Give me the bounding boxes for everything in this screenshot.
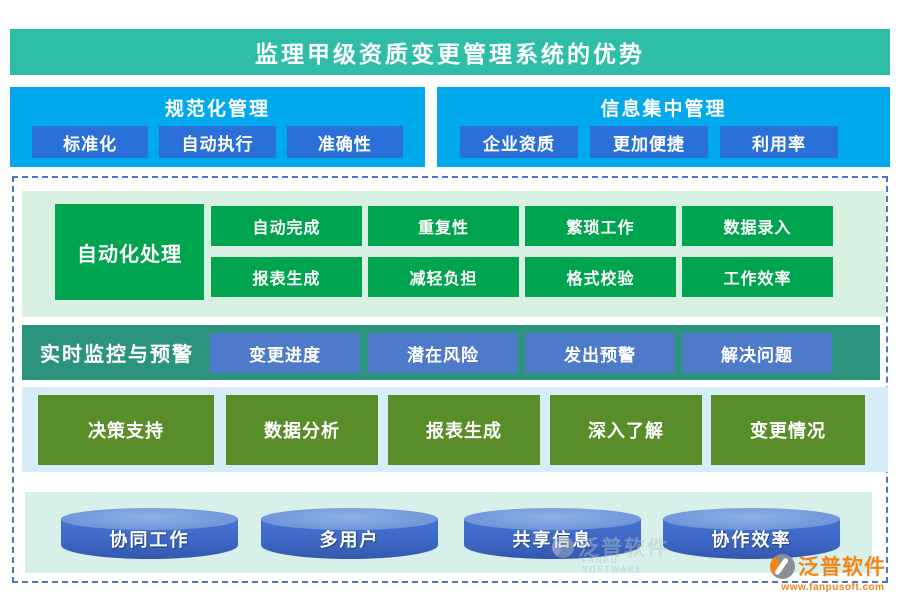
panel-items: 标准化 自动执行 准确性 [10, 126, 425, 158]
monitoring-label: 实时监控与预警 [40, 344, 194, 366]
decision-item: 变更情况 [711, 395, 865, 465]
automation-item: 格式校验 [525, 257, 676, 297]
automation-item: 重复性 [368, 206, 519, 246]
section-automation: 自动化处理 自动完成 重复性 繁琐工作 数据录入 报表生成 减轻负担 格式校验 … [22, 191, 886, 317]
panel-item: 标准化 [32, 126, 149, 158]
panel-item: 更加便捷 [590, 126, 708, 158]
fanpu-swirl-icon [770, 553, 795, 579]
automation-item: 报表生成 [211, 257, 362, 297]
automation-item: 数据录入 [682, 206, 833, 246]
main-container: 自动化处理 自动完成 重复性 繁琐工作 数据录入 报表生成 减轻负担 格式校验 … [12, 176, 888, 583]
collaboration-cylinder: 共享信息 [464, 508, 641, 559]
panel-item: 准确性 [286, 126, 403, 158]
panel-item: 利用率 [720, 126, 838, 158]
decision-item: 报表生成 [388, 395, 540, 465]
monitoring-item: 潜在风险 [368, 333, 518, 373]
panel-items: 企业资质 更加便捷 利用率 [437, 126, 890, 158]
vendor-url: www.fanpusoft.com [781, 582, 885, 593]
monitoring-item: 解决问题 [682, 333, 832, 373]
panel-item: 自动执行 [159, 126, 276, 158]
automation-item: 工作效率 [682, 257, 833, 297]
monitoring-item: 变更进度 [210, 333, 360, 373]
panel-title: 信息集中管理 [600, 99, 727, 120]
monitoring-item: 发出预警 [525, 333, 675, 373]
section-collaboration: 协同工作 多用户 共享信息 协作效率 [25, 492, 872, 573]
panel-standardized-management: 规范化管理 标准化 自动执行 准确性 [10, 87, 425, 167]
decision-item: 数据分析 [226, 395, 378, 465]
vendor-logo: 泛普软件 www.fanpusoft.com [770, 551, 896, 593]
section-decision-support: 决策支持 数据分析 报表生成 深入了解 变更情况 [22, 387, 888, 472]
vendor-logo-row: 泛普软件 [770, 551, 896, 581]
panel-item: 企业资质 [460, 126, 578, 158]
automation-item: 繁琐工作 [525, 206, 676, 246]
collaboration-cylinder: 多用户 [261, 508, 438, 559]
section-monitoring: 实时监控与预警 变更进度 潜在风险 发出预警 解决问题 [22, 325, 880, 380]
automation-label: 自动化处理 [55, 204, 204, 300]
panel-title: 规范化管理 [164, 99, 270, 120]
panel-centralized-information: 信息集中管理 企业资质 更加便捷 利用率 [437, 87, 890, 167]
vendor-name: 泛普软件 [798, 556, 886, 579]
page-title: 监理甲级资质变更管理系统的优势 [10, 29, 890, 75]
automation-item: 自动完成 [211, 206, 362, 246]
collaboration-cylinder: 协同工作 [61, 508, 238, 559]
decision-item: 深入了解 [550, 395, 702, 465]
decision-label: 决策支持 [38, 395, 214, 465]
automation-item: 减轻负担 [368, 257, 519, 297]
collaboration-cylinder: 协作效率 [663, 508, 840, 559]
